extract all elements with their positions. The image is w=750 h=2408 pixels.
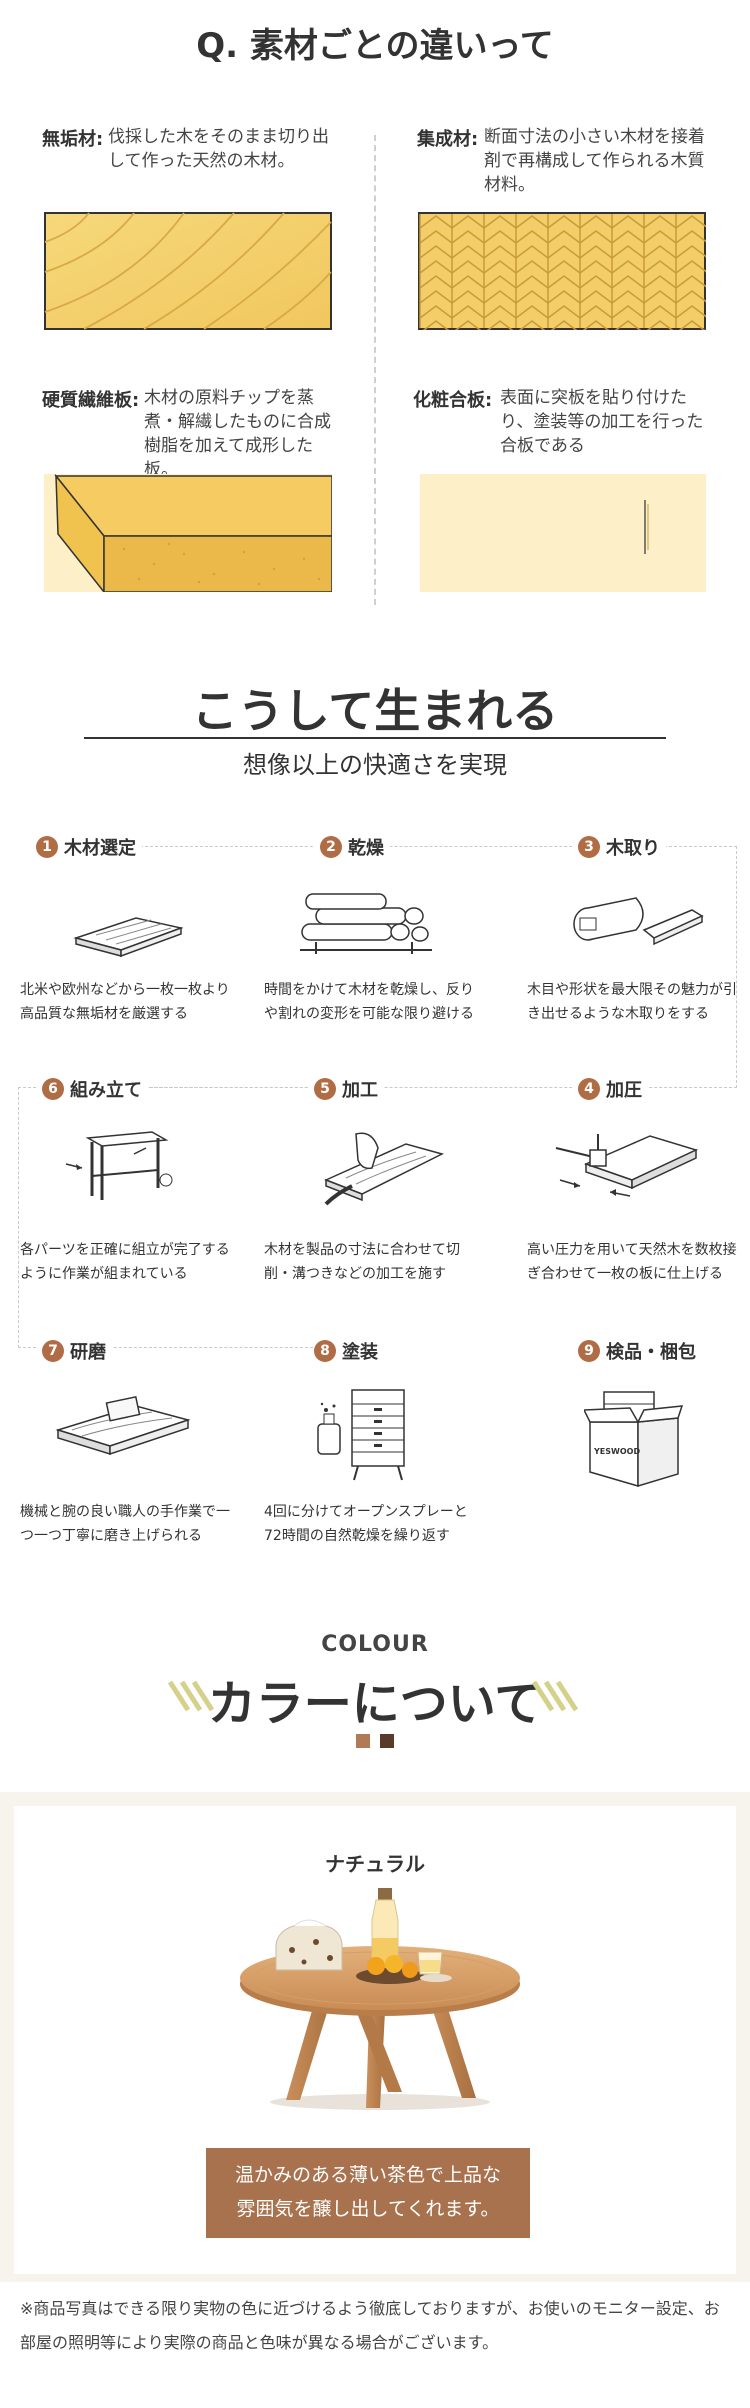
slash-deco-right bbox=[532, 1680, 579, 1712]
step-9-head: 9 検品・梱包 bbox=[578, 1338, 696, 1364]
packing-box-illustration: YESWOOD bbox=[584, 1391, 684, 1488]
step-8-label: 塗装 bbox=[342, 1342, 378, 1363]
colour-heading-en: COLOUR bbox=[321, 1632, 429, 1657]
step-8-desc: 4回に分けてオープンスプレーと 72時間の自然乾燥を繰り返す bbox=[264, 1504, 468, 1544]
step-5-desc: 木材を製品の寸法に合わせて切削・溝つきなどの加工を施す bbox=[264, 1242, 460, 1282]
step-8-head: 8 塗装 bbox=[314, 1338, 378, 1364]
colour-swatch-dark bbox=[380, 1734, 394, 1748]
step-9-number: 9 bbox=[578, 1340, 600, 1362]
slash-deco-left bbox=[168, 1680, 215, 1712]
laminated-label: 集成材: bbox=[417, 129, 479, 150]
step-6-label: 組み立て bbox=[70, 1080, 142, 1101]
materials-divider bbox=[374, 135, 376, 605]
flow-line-2 bbox=[18, 1087, 318, 1348]
solid-wood-sample bbox=[44, 212, 332, 330]
step-1-head: 1 木材選定 bbox=[36, 834, 142, 860]
step-9-label: 検品・梱包 bbox=[606, 1342, 696, 1363]
step-2-head: 2 乾燥 bbox=[314, 834, 390, 860]
laminated-desc: 断面寸法の小さい木材を接着剤で再構成して作られる木質材料。 bbox=[484, 127, 705, 195]
step-7-desc: 機械と腕の良い職人の手作業で一つ一つ丁寧に磨き上げられる bbox=[20, 1504, 230, 1544]
step-6-head: 6 組み立て bbox=[36, 1076, 148, 1102]
painting-illustration bbox=[317, 1389, 405, 1481]
step-3-head: 3 木取り bbox=[572, 834, 666, 860]
fiberboard-sample bbox=[44, 474, 332, 592]
step-7-head: 7 研磨 bbox=[36, 1338, 112, 1364]
step-1-label: 木材選定 bbox=[64, 838, 136, 859]
solid-wood-label: 無垢材: bbox=[42, 129, 104, 150]
step-1-number: 1 bbox=[36, 836, 58, 858]
flow-line-1 bbox=[140, 846, 737, 1088]
step-6-desc: 各パーツを正確に組立が完了するように作業が組まれている bbox=[20, 1242, 230, 1282]
step-1-desc: 北米や欧州などから一枚一枚より高品質な無垢材を厳選する bbox=[20, 982, 230, 1022]
colour-disclaimer: ※商品写真はできる限り実物の色に近づけるよう徹底しておりますが、お使いのモニター… bbox=[20, 2299, 720, 2352]
solid-wood-desc: 伐採した木をそのまま切り出して作った天然の木材。 bbox=[108, 127, 329, 171]
colour-caption-line2: 雰囲気を醸し出してくれます。 bbox=[236, 2198, 500, 2220]
step-3-number: 3 bbox=[578, 836, 600, 858]
materials-title: Q. 素材ごとの違いって bbox=[196, 26, 554, 66]
process-subtitle: 想像以上の快適さを実現 bbox=[243, 751, 507, 779]
colour-caption-box: 温かみのある薄い茶色で上品な 雰囲気を醸し出してくれます。 bbox=[206, 2148, 530, 2238]
step-4-number: 4 bbox=[578, 1078, 600, 1100]
wood-selection-illustration bbox=[73, 917, 184, 958]
step-8-number: 8 bbox=[314, 1340, 336, 1362]
process-title: こうして生まれる bbox=[191, 684, 559, 738]
veneer-label: 化粧合板: bbox=[413, 390, 493, 411]
colour-name: ナチュラル bbox=[325, 1852, 425, 1876]
colour-caption-line1: 温かみのある薄い茶色で上品な bbox=[234, 2164, 501, 2186]
step-3-desc: 木目や形状を最大限その魅力が引き出せるような木取りをする bbox=[527, 982, 737, 1022]
step-5-number: 5 bbox=[314, 1078, 336, 1100]
assembly-illustration bbox=[65, 1131, 173, 1200]
step-4-head: 4 加圧 bbox=[572, 1076, 648, 1102]
fiberboard-label: 硬質繊維板: bbox=[42, 390, 140, 411]
step-5-label: 加工 bbox=[342, 1080, 378, 1101]
step-2-number: 2 bbox=[320, 836, 342, 858]
colour-heading-jp: カラーについて bbox=[207, 1676, 543, 1732]
step-7-number: 7 bbox=[42, 1340, 64, 1362]
laminated-sample bbox=[418, 212, 706, 330]
step-2-label: 乾燥 bbox=[348, 838, 384, 859]
step-7-label: 研磨 bbox=[70, 1342, 106, 1363]
fiberboard-desc: 木材の原料チップを蒸煮・解繊したものに合成樹脂を加えて成形した板。 bbox=[144, 388, 331, 480]
pressing-illustration bbox=[555, 1134, 699, 1197]
processing-illustration bbox=[324, 1132, 445, 1206]
step-3-label: 木取り bbox=[606, 838, 660, 859]
veneer-desc: 表面に突板を貼り付けたり、塗装等の加工を行った合板である bbox=[500, 388, 704, 456]
step-4-label: 加圧 bbox=[606, 1080, 642, 1101]
step-5-head: 5 加工 bbox=[308, 1076, 384, 1102]
colour-swatch-natural bbox=[356, 1734, 370, 1748]
step-6-number: 6 bbox=[42, 1078, 64, 1100]
step-2-desc: 時間をかけて木材を乾燥し、反りや割れの変形を可能な限り避ける bbox=[264, 982, 474, 1022]
step-4-desc: 高い圧力を用いて天然木を数枚接ぎ合わせて一枚の板に仕上げる bbox=[527, 1242, 737, 1282]
sanding-illustration bbox=[55, 1395, 191, 1456]
box-brand-text: YESWOOD bbox=[593, 1447, 640, 1456]
drying-logs-illustration bbox=[300, 893, 432, 954]
veneer-sample bbox=[420, 474, 706, 592]
natural-round-table-image bbox=[240, 1888, 520, 2110]
process-title-rule bbox=[84, 737, 666, 739]
timber-cutting-illustration bbox=[573, 897, 704, 946]
